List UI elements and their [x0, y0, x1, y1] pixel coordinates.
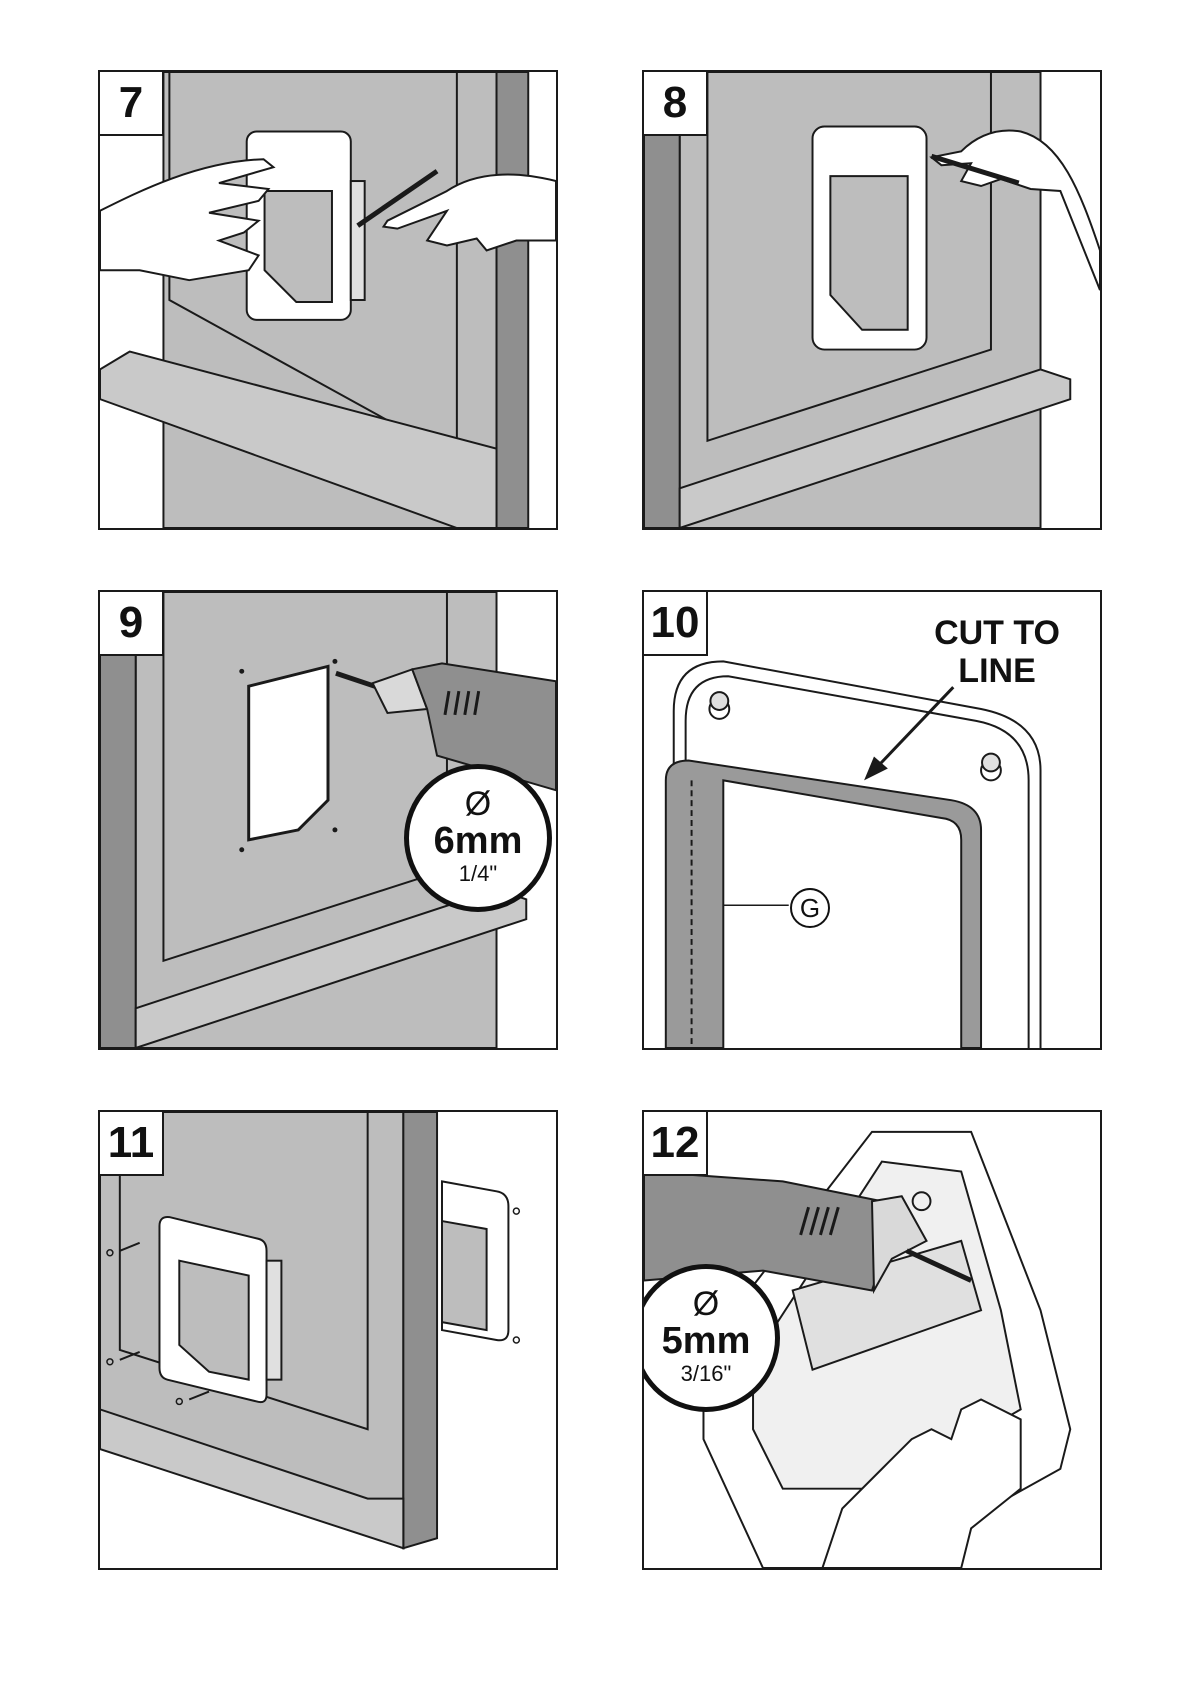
step-8-panel: 8 [642, 70, 1102, 530]
drill-size-badge: Ø 6mm 1/4" [404, 764, 552, 912]
cat-flap-frame-back [442, 1181, 508, 1340]
step-9-panel: 9 Ø 6mm 1/4" [98, 590, 558, 1050]
step-11-illustration [100, 1112, 556, 1568]
step-number: 9 [98, 590, 164, 656]
step-number: 7 [98, 70, 164, 136]
diameter-symbol: Ø [409, 787, 547, 821]
step-7-illustration [100, 72, 556, 528]
step-8-illustration [644, 72, 1100, 528]
diameter-symbol: Ø [642, 1287, 775, 1321]
cut-to-line-label: CUT TO LINE [934, 614, 1060, 690]
drill-size-inch: 3/16" [642, 1361, 775, 1387]
step-number: 8 [642, 70, 708, 136]
step-number: 11 [98, 1110, 164, 1176]
drill-size-inch: 1/4" [409, 861, 547, 887]
drill-size: 6mm [409, 821, 547, 861]
cut-hole [249, 666, 328, 839]
step-7-panel: 7 [98, 70, 558, 530]
step-12-panel: 12 Ø 5mm 3/16" [642, 1110, 1102, 1570]
drill-size: 5mm [642, 1321, 775, 1361]
step-number: 10 [642, 590, 708, 656]
step-10-panel: 10 CUT TO LINE G [642, 590, 1102, 1050]
cat-flap-frame [813, 127, 927, 350]
step-number: 12 [642, 1110, 708, 1176]
cat-flap-frame-front [159, 1217, 281, 1402]
step-11-panel: 11 [98, 1110, 558, 1570]
liner-callout-g: G [790, 888, 830, 928]
